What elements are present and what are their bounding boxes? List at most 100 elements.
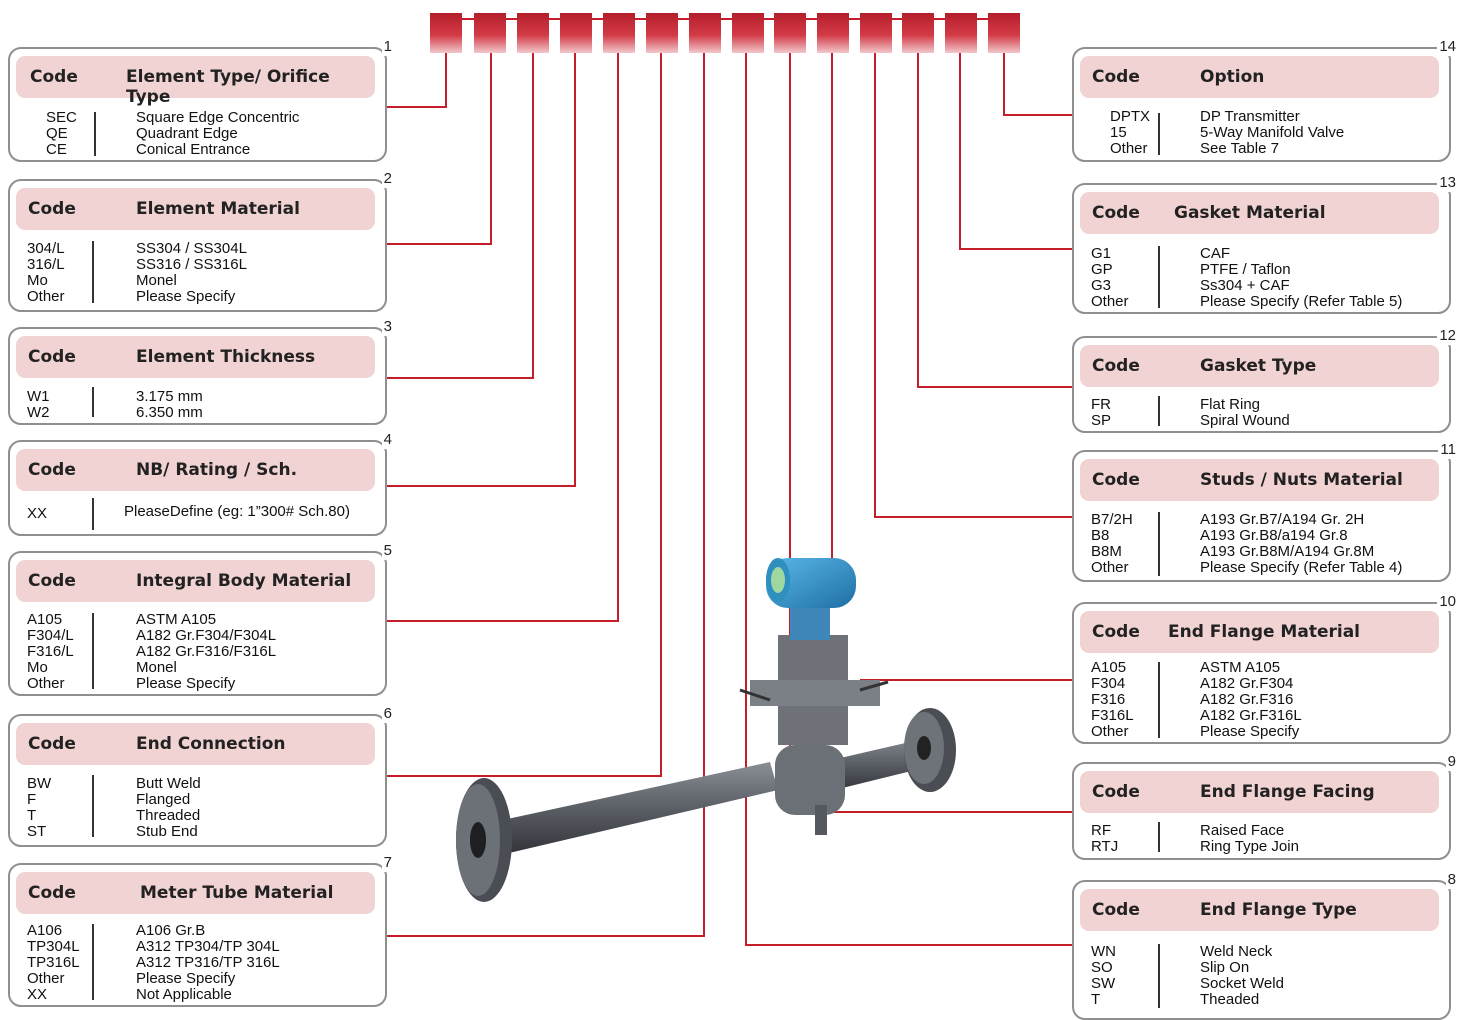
table-title: End Flange Facing	[1200, 782, 1375, 802]
code-slot-7[interactable]	[689, 13, 721, 53]
code-item: BW	[27, 775, 52, 792]
code-list: G1 GP G3 Other	[1091, 246, 1129, 310]
code-item: ST	[27, 823, 47, 840]
table-number: 11	[1438, 441, 1458, 459]
description-list: ASTM A105 A182 Gr.F304/F304L A182 Gr.F31…	[136, 612, 276, 692]
code-slot-11[interactable]	[860, 13, 892, 53]
description-item: Please Specify (Refer Table 4)	[1200, 559, 1403, 576]
table-header: Code Element Material	[16, 188, 375, 230]
flow-meter-assembly-illustration	[456, 558, 956, 902]
description-item: A182 Gr.F316/F316L	[136, 643, 277, 660]
code-item: Other	[27, 970, 65, 987]
description-item: CAF	[1200, 245, 1230, 262]
code-slot-9[interactable]	[774, 13, 806, 53]
table-title: Gasket Material	[1174, 203, 1326, 223]
description-list: Weld Neck Slip On Socket Weld Theaded	[1200, 944, 1284, 1008]
connector-2	[386, 53, 492, 245]
code-item: F316	[1091, 691, 1126, 708]
code-item: B8	[1091, 527, 1110, 544]
description-list: Square Edge Concentric Quadrant Edge Con…	[136, 110, 299, 158]
table-title: End Connection	[136, 734, 286, 754]
code-item: TP304L	[27, 938, 80, 955]
code-list: W1 W2	[27, 389, 50, 421]
code-list: 304/L 316/L Mo Other	[27, 241, 65, 305]
option-table-8: 8 Code End Flange Type WN SO SW T Weld N…	[1072, 871, 1458, 1020]
code-item: Other	[1091, 293, 1129, 310]
code-column-header: Code	[28, 347, 76, 367]
code-slot-10[interactable]	[817, 13, 849, 53]
table-title: Meter Tube Material	[140, 883, 334, 903]
column-divider	[1158, 822, 1160, 852]
description-item: A312 TP316/TP 316L	[136, 954, 280, 971]
description-item: A182 Gr.F304/F304L	[136, 627, 277, 644]
connector-12	[917, 53, 1072, 388]
code-item: SO	[1091, 959, 1113, 976]
option-table-4: 4 Code NB/ Rating / Sch. XX PleaseDefine…	[8, 431, 394, 536]
description-item: PTFE / Taflon	[1200, 261, 1291, 278]
description-list: Butt Weld Flanged Threaded Stub End	[136, 776, 201, 840]
description-list: SS304 / SS304L SS316 / SS316L Monel Plea…	[136, 241, 247, 305]
code-item: A105	[27, 611, 63, 628]
code-item: F304/L	[27, 627, 74, 644]
description-item: Theaded	[1200, 991, 1260, 1008]
description-item: See Table 7	[1200, 140, 1279, 157]
description-item: Square Edge Concentric	[136, 109, 300, 126]
code-column-header: Code	[30, 67, 78, 87]
table-header: Code Integral Body Material	[16, 560, 375, 602]
code-item: 304/L	[27, 240, 65, 257]
column-divider	[92, 613, 94, 689]
code-item: G1	[1091, 245, 1112, 262]
code-item: QE	[46, 125, 68, 142]
code-column-header: Code	[28, 460, 76, 480]
description-item: Please Specify	[136, 288, 236, 305]
table-title: Element Type/ Orifice Type	[126, 67, 330, 107]
code-slot-13[interactable]	[945, 13, 977, 53]
description-item: 5-Way Manifold Valve	[1200, 124, 1345, 141]
option-table-10: 10 Code End Flange Material A105 F304 F3…	[1072, 593, 1458, 744]
code-column-header: Code	[28, 883, 76, 903]
code-item: F316L	[1091, 707, 1134, 724]
code-slot-1[interactable]	[430, 13, 462, 53]
description-item: Stub End	[136, 823, 198, 840]
description-item: A182 Gr.F316L	[1200, 707, 1302, 724]
description-item: DP Transmitter	[1200, 108, 1300, 125]
description-item: Please Specify	[1200, 723, 1300, 740]
code-item: DPTX	[1110, 108, 1151, 125]
table-title: End Flange Type	[1200, 900, 1357, 920]
code-slot-8[interactable]	[732, 13, 764, 53]
table-title: NB/ Rating / Sch.	[136, 460, 298, 480]
code-item: TP316L	[27, 954, 80, 971]
option-table-13: 13 Code Gasket Material G1 GP G3 Other C…	[1072, 174, 1458, 314]
code-slot-12[interactable]	[902, 13, 934, 53]
code-item: Other	[27, 675, 65, 692]
column-divider	[1158, 396, 1160, 426]
code-list: RF RTJ	[1091, 823, 1118, 855]
code-item: XX	[27, 986, 48, 1003]
code-slot-14[interactable]	[988, 13, 1020, 53]
description-item: Please Specify (Refer Table 5)	[1200, 293, 1403, 310]
table-number: 4	[381, 431, 394, 449]
code-slot-2[interactable]	[474, 13, 506, 53]
code-slot-6[interactable]	[646, 13, 678, 53]
code-slot-4[interactable]	[560, 13, 592, 53]
code-item: G3	[1091, 277, 1112, 294]
code-column-header: Code	[1092, 67, 1140, 87]
description-list: ASTM A105 A182 Gr.F304 A182 Gr.F316 A182…	[1200, 660, 1302, 740]
description-item: ASTM A105	[136, 611, 217, 628]
table-header: Code Option	[1080, 56, 1439, 98]
code-column-header: Code	[28, 734, 76, 754]
code-item: F316/L	[27, 643, 74, 660]
code-slot-5[interactable]	[603, 13, 635, 53]
description-list: Flat Ring Spiral Wound	[1200, 397, 1290, 429]
table-header: Code Element Thickness	[16, 336, 375, 378]
connector-5	[386, 53, 619, 622]
code-column-header: Code	[28, 199, 76, 219]
column-divider	[92, 775, 94, 837]
table-header: Code Meter Tube Material	[16, 872, 375, 914]
connector-14	[1003, 53, 1072, 116]
code-item: Other	[27, 288, 65, 305]
table-header: Code Gasket Material	[1080, 192, 1439, 234]
column-divider	[92, 241, 94, 303]
code-slot-3[interactable]	[517, 13, 549, 53]
code-item: B7/2H	[1091, 511, 1133, 528]
